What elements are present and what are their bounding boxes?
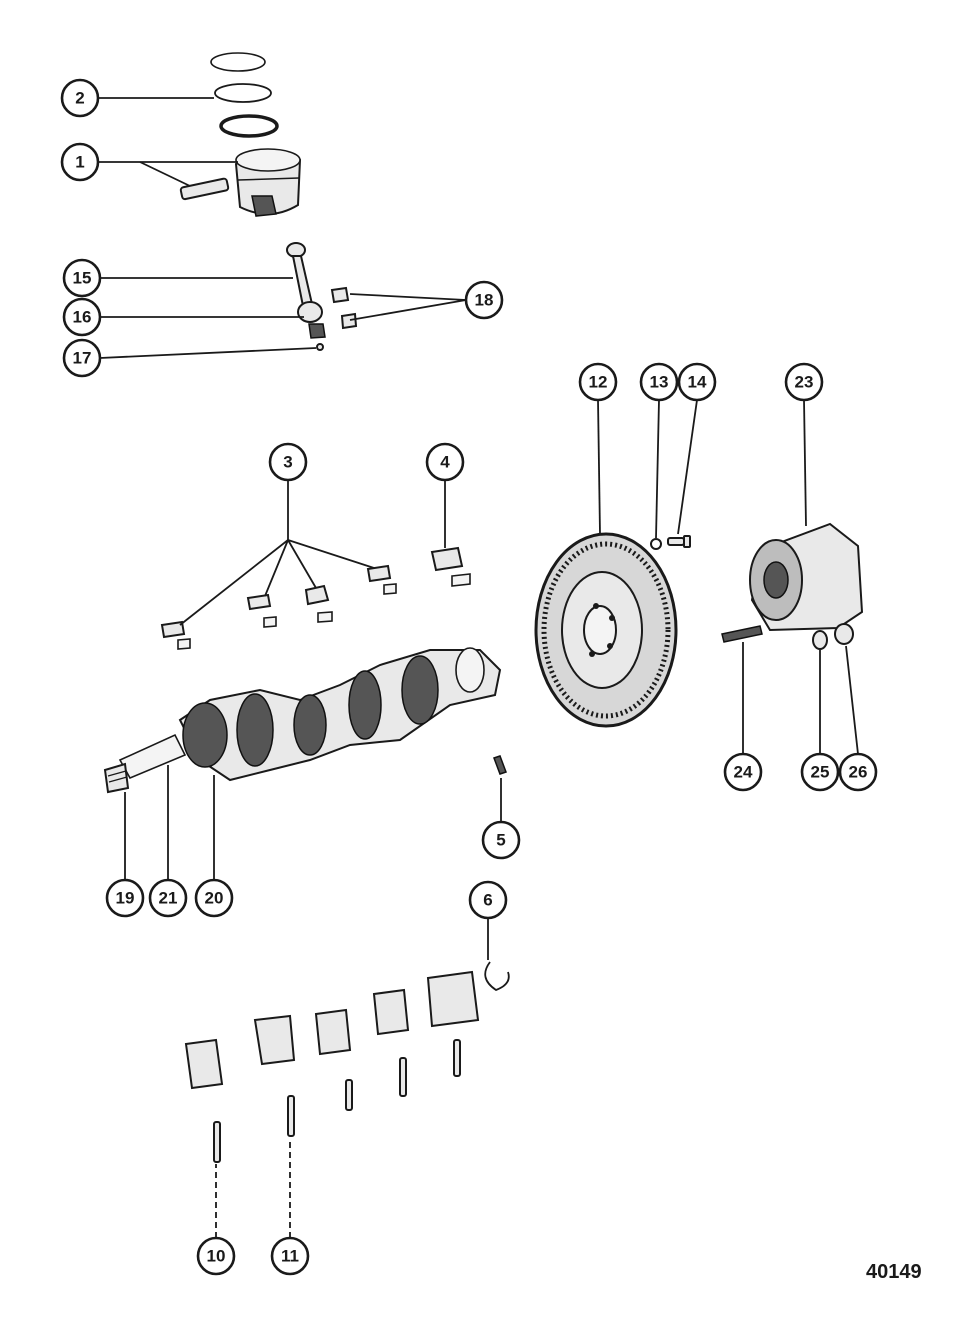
main-bearing-caps [184, 970, 480, 1090]
rod-bearings [330, 286, 358, 330]
svg-text:24: 24 [734, 763, 753, 782]
callout-12: 12 [578, 362, 618, 402]
callout-3: 3 [268, 442, 308, 482]
svg-text:21: 21 [159, 889, 178, 908]
retainer-ring [484, 961, 510, 992]
svg-text:15: 15 [73, 269, 92, 288]
callout-4: 4 [425, 442, 465, 482]
callout-16: 16 [62, 297, 102, 337]
svg-text:12: 12 [589, 373, 608, 392]
callout-26: 26 [838, 752, 878, 792]
callout-21: 21 [148, 878, 188, 918]
svg-text:6: 6 [483, 891, 492, 910]
cap-bolts [213, 1039, 461, 1163]
svg-text:13: 13 [650, 373, 669, 392]
callout-18: 18 [464, 280, 504, 320]
callout-14: 14 [677, 362, 717, 402]
coupler-stud [721, 625, 763, 643]
svg-text:10: 10 [207, 1247, 226, 1266]
callout-23: 23 [784, 362, 824, 402]
connecting-rod [286, 242, 326, 351]
main-bearing-inserts [160, 564, 397, 650]
drive-coupler [749, 522, 864, 632]
callout-17: 17 [62, 338, 102, 378]
svg-text:17: 17 [73, 349, 92, 368]
callout-10: 10 [196, 1236, 236, 1276]
flywheel [534, 532, 678, 728]
leader-lines [98, 97, 859, 1238]
callout-25: 25 [800, 752, 840, 792]
callout-1: 1 [60, 142, 100, 182]
svg-text:25: 25 [811, 763, 830, 782]
crankshaft [103, 647, 502, 794]
svg-text:14: 14 [688, 373, 707, 392]
flywheel-washer [650, 538, 662, 550]
dowel-pin [493, 755, 507, 775]
svg-text:18: 18 [475, 291, 494, 310]
svg-text:16: 16 [73, 308, 92, 327]
coupler-washer [812, 630, 828, 650]
svg-text:2: 2 [75, 89, 84, 108]
figure-number: 40149 [866, 1261, 922, 1283]
callout-5: 5 [481, 820, 521, 860]
svg-text:19: 19 [116, 889, 135, 908]
svg-text:1: 1 [75, 153, 84, 172]
coupler-nut [834, 623, 854, 645]
callout-11: 11 [270, 1236, 310, 1276]
flywheel-bolt [667, 535, 691, 548]
callout-15: 15 [62, 258, 102, 298]
svg-text:4: 4 [440, 453, 450, 472]
piston-and-pin [179, 148, 302, 217]
callout-2: 2 [60, 78, 100, 118]
callout-24: 24 [723, 752, 763, 792]
svg-text:20: 20 [205, 889, 224, 908]
svg-text:5: 5 [496, 831, 505, 850]
svg-text:11: 11 [281, 1247, 299, 1266]
svg-text:23: 23 [795, 373, 814, 392]
callout-13: 13 [639, 362, 679, 402]
thrust-bearing [430, 546, 471, 587]
piston-rings [210, 52, 279, 138]
callout-6: 6 [468, 880, 508, 920]
svg-text:26: 26 [849, 763, 868, 782]
callout-19: 19 [105, 878, 145, 918]
svg-text:3: 3 [283, 453, 292, 472]
callout-20: 20 [194, 878, 234, 918]
